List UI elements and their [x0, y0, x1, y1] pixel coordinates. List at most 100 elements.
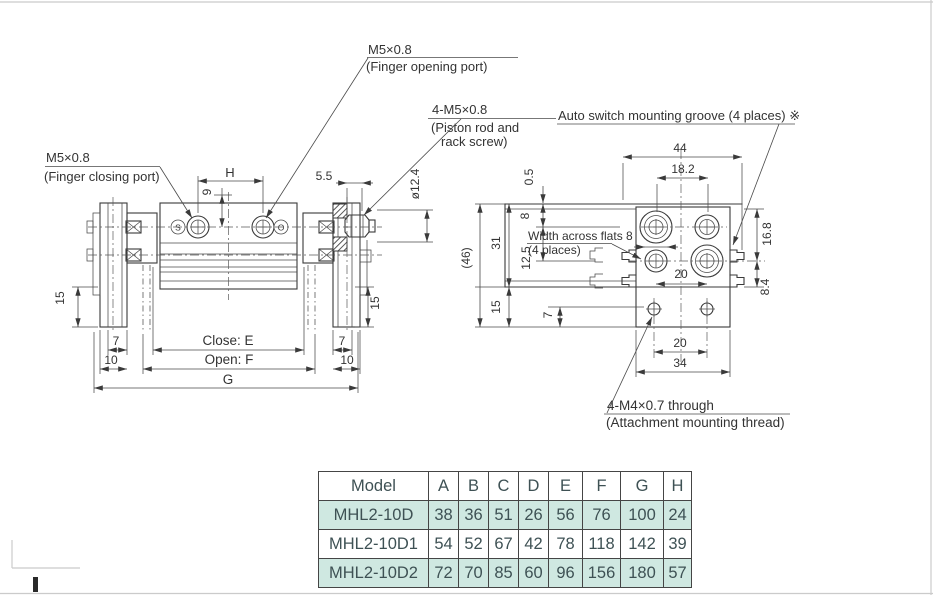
table-cell: 51 — [488, 500, 519, 530]
col-header-g: G — [620, 471, 664, 501]
callout-attach-line1: 4-M4×0.7 through — [607, 398, 714, 413]
col-header-model: Model — [318, 471, 429, 501]
dim-20-bottom: 20 — [673, 336, 687, 350]
table-row-mhl2-10d2: MHL2-10D2 72 70 85 60 96 156 180 57 — [318, 558, 692, 588]
table-cell: 52 — [458, 529, 489, 559]
right-view: 44 18.2 0.5 8 12.5 31 15 (46) 7 — [459, 108, 800, 430]
table-cell: 142 — [620, 529, 664, 559]
table-cell: 39 — [663, 529, 692, 559]
dim-12-5: 12.5 — [519, 246, 533, 270]
dim-16-8: 16.8 — [760, 222, 774, 246]
phantom-open-position — [142, 265, 316, 332]
dim-g: G — [223, 372, 234, 387]
callout-piston-line3: rack screw) — [441, 134, 507, 149]
callout-flats-line2: (4 places) — [528, 243, 581, 257]
table-cell: 100 — [620, 500, 664, 530]
dim-7-left: 7 — [113, 334, 120, 348]
dim-close-e: Close: E — [202, 333, 253, 348]
table-cell: 56 — [548, 500, 583, 530]
callout-closing-port-line2: (Finger closing port) — [44, 169, 160, 184]
dim-0-5: 0.5 — [522, 168, 536, 185]
table-cell: 36 — [458, 500, 489, 530]
callout-auto-switch: Auto switch mounting groove (4 places) ※ — [558, 108, 800, 123]
callout-closing-port-line1: M5×0.8 — [46, 150, 90, 165]
port-letter-s: S — [175, 223, 181, 233]
col-header-a: A — [428, 471, 459, 501]
table-cell: 57 — [663, 558, 692, 588]
callout-piston-line1: 4-M5×0.8 — [432, 102, 487, 117]
right-finger — [302, 202, 376, 328]
crop-mark — [33, 577, 38, 592]
callout-flats-line1: Width across flats 8 — [528, 229, 633, 243]
auto-switch-grooves — [621, 249, 745, 288]
table-cell: 156 — [582, 558, 621, 588]
dim-15-left: 15 — [53, 291, 67, 305]
table-header-row: Model A B C D E F G H — [318, 471, 692, 501]
model-cell: MHL2-10D — [318, 500, 429, 530]
rod-tip — [368, 219, 376, 233]
table-cell: 78 — [548, 529, 583, 559]
dim-20-mid: 20 — [674, 267, 688, 281]
model-cell: MHL2-10D1 — [318, 529, 429, 559]
table-cell: 60 — [518, 558, 549, 588]
callout-attach-line2: (Attachment mounting thread) — [606, 415, 785, 430]
right-view-centerlines — [628, 150, 765, 362]
table-cell: 72 — [428, 558, 459, 588]
left-view-centerlines — [88, 192, 382, 333]
col-header-f: F — [582, 471, 621, 501]
dim-h: H — [225, 165, 234, 180]
left-view-callouts: M5×0.8 (Finger opening port) 4-M5×0.8 (P… — [44, 42, 556, 219]
dim-10-left: 10 — [104, 353, 118, 367]
table-cell: 38 — [428, 500, 459, 530]
dimension-table: Model A B C D E F G H MHL2-10D 38 36 51 … — [318, 471, 692, 588]
right-view-callouts: Auto switch mounting groove (4 places) ※… — [527, 108, 800, 430]
dim-7: 7 — [541, 311, 555, 318]
dim-46: (46) — [459, 247, 473, 268]
dim-15-right: 15 — [368, 296, 382, 310]
table-row-mhl2-10d1: MHL2-10D1 54 52 67 42 78 118 142 39 — [318, 529, 692, 559]
dim-31: 31 — [489, 236, 503, 250]
table-cell: 54 — [428, 529, 459, 559]
table-cell: 180 — [620, 558, 664, 588]
col-header-h: H — [663, 471, 692, 501]
table-cell: 42 — [518, 529, 549, 559]
table-cell: 67 — [488, 529, 519, 559]
dim-44: 44 — [673, 141, 687, 155]
hatch-block-bottom — [332, 236, 348, 252]
col-header-e: E — [548, 471, 583, 501]
table-cell: 24 — [663, 500, 692, 530]
right-view-dimensions: 44 18.2 0.5 8 12.5 31 15 (46) 7 — [459, 141, 774, 377]
dim-15: 15 — [489, 300, 503, 314]
dim-open-f: Open: F — [205, 352, 254, 367]
dim-18-2: 18.2 — [671, 162, 695, 176]
body-end-face — [635, 206, 731, 328]
col-header-d: D — [518, 471, 549, 501]
left-view-geometry: S O — [86, 192, 382, 333]
table-cell: 118 — [582, 529, 621, 559]
callout-opening-port-line2: (Finger opening port) — [366, 59, 487, 74]
dim-5-5: 5.5 — [316, 169, 333, 183]
col-header-b: B — [458, 471, 489, 501]
table-row-mhl2-10d: MHL2-10D 38 36 51 26 56 76 100 24 — [318, 500, 692, 530]
model-cell: MHL2-10D2 — [318, 558, 429, 588]
table-cell: 96 — [548, 558, 583, 588]
dim-10-right: 10 — [340, 353, 354, 367]
dim-8-4: 8.4 — [758, 278, 772, 295]
left-view: S O — [44, 42, 556, 393]
hex-nut — [344, 214, 370, 238]
dim-dia-12-4: ø12.4 — [408, 168, 422, 199]
hatch-block-top — [332, 203, 348, 219]
table-cell: 70 — [458, 558, 489, 588]
callout-opening-port-line1: M5×0.8 — [368, 42, 412, 57]
dim-9: 9 — [200, 188, 214, 195]
dim-8: 8 — [518, 212, 532, 219]
left-view-dimensions: H 9 5.5 ø12.4 15 15 — [53, 165, 433, 393]
port-letter-o: O — [278, 223, 285, 233]
dim-34: 34 — [673, 356, 687, 370]
callout-piston-line2: (Piston rod and — [431, 120, 519, 135]
table-cell: 85 — [488, 558, 519, 588]
table-cell: 26 — [518, 500, 549, 530]
left-finger — [86, 202, 158, 328]
